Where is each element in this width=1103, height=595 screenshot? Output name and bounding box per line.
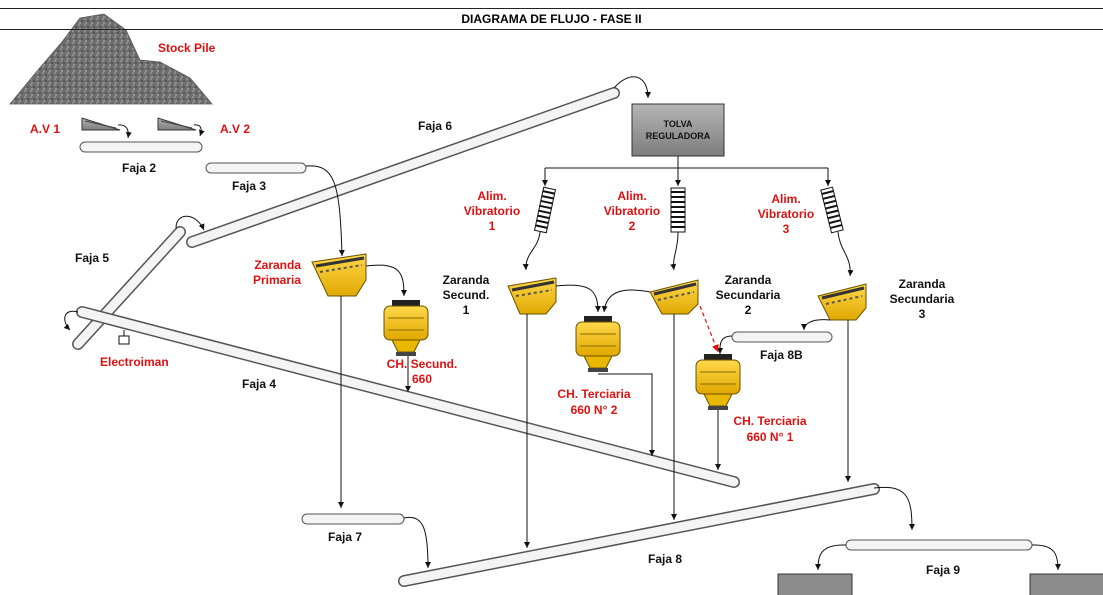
flow-connectors <box>63 76 1061 571</box>
diagram-title: DIAGRAMA DE FLUJO - FASE II <box>461 12 642 26</box>
faja-3-label: Faja 3 <box>232 179 266 193</box>
stock-pile-label: Stock Pile <box>158 41 216 55</box>
ch-terciaria1-label-1: CH. Terciaria <box>733 414 806 428</box>
ch-secund-label-1: CH. Secund. <box>387 357 458 371</box>
conveyor-faja-8b <box>731 331 833 343</box>
title-top-rule <box>0 8 1103 9</box>
chancadora-terciaria-660-n1 <box>695 354 741 410</box>
alim-2-label-3: 2 <box>629 219 636 233</box>
faja-9-label: Faja 9 <box>926 563 960 577</box>
zaranda-secundaria-1 <box>507 277 557 315</box>
feeder-av2 <box>157 117 197 131</box>
chancadora-secundaria-660 <box>383 300 429 356</box>
output-pile-right <box>1029 573 1103 595</box>
zaranda-sec1-label-3: 1 <box>463 303 470 317</box>
ch-secund-label-2: 660 <box>412 372 432 386</box>
alim-vibratorio-1 <box>533 186 557 234</box>
tolva-label-2: REGULADORA <box>646 131 711 141</box>
title-bottom-rule <box>0 29 1103 30</box>
zaranda-sec3-label-1: Zaranda <box>899 277 946 291</box>
alim-3-label-2: Vibratorio <box>758 207 814 221</box>
conveyor-faja-6 <box>186 87 620 248</box>
conveyor-faja-4 <box>76 306 740 488</box>
alim-1-label-1: Alim. <box>477 189 506 203</box>
alim-3-label-3: 3 <box>783 222 790 236</box>
alim-1-label-3: 1 <box>489 219 496 233</box>
alim-1-label-2: Vibratorio <box>464 204 520 218</box>
chancadora-terciaria-660-n2 <box>575 316 621 372</box>
faja-6-label: Faja 6 <box>418 119 452 133</box>
ch-terciaria2-label-2: 660 N° 2 <box>571 403 618 417</box>
zaranda-secundaria-2 <box>649 279 699 315</box>
av2-label: A.V 2 <box>220 122 250 136</box>
tolva-label-1: TOLVA <box>664 119 694 129</box>
tolva-distribution-lines <box>542 156 831 186</box>
alim-vibratorio-3 <box>820 186 844 234</box>
faja-8-label: Faja 8 <box>648 552 682 566</box>
ch-terciaria2-label-1: CH. Terciaria <box>557 387 630 401</box>
faja-2-label: Faja 2 <box>122 161 156 175</box>
tolva-reguladora <box>631 103 725 157</box>
zaranda-primaria-label-1: Zaranda <box>254 258 301 272</box>
conveyor-faja-8 <box>398 483 880 587</box>
alim-2-label-1: Alim. <box>617 189 646 203</box>
alim-3-label-1: Alim. <box>771 192 800 206</box>
bypass-dashed-line <box>699 305 719 353</box>
zaranda-sec1-label-1: Zaranda <box>443 273 490 287</box>
zaranda-sec2-label-3: 2 <box>745 303 752 317</box>
zaranda-sec2-label-2: Secundaria <box>716 288 781 302</box>
conveyor-faja-5 <box>72 226 186 350</box>
electroiman <box>118 330 130 345</box>
ch-terciaria1-label-2: 660 N° 1 <box>747 430 794 444</box>
zaranda-sec2-label-1: Zaranda <box>725 273 772 287</box>
output-pile-left <box>777 573 853 595</box>
zaranda-sec3-label-3: 3 <box>919 307 926 321</box>
zaranda-primaria <box>311 253 367 297</box>
zaranda-secundaria-3 <box>817 283 867 321</box>
alim-vibratorio-2 <box>670 187 686 233</box>
zaranda-primaria-label-2: Primaria <box>253 273 301 287</box>
zaranda-sec3-label-2: Secundaria <box>890 292 955 306</box>
faja-7-label: Faja 7 <box>328 530 362 544</box>
faja-4-label: Faja 4 <box>242 377 276 391</box>
alim-2-label-2: Vibratorio <box>604 204 660 218</box>
conveyor-faja-7 <box>301 513 405 525</box>
faja-5-label: Faja 5 <box>75 251 109 265</box>
title-bar: DIAGRAMA DE FLUJO - FASE II <box>0 8 1103 30</box>
feeder-av1 <box>81 117 121 131</box>
conveyor-faja-9 <box>845 539 1033 551</box>
faja-8b-label: Faja 8B <box>760 348 803 362</box>
av1-label: A.V 1 <box>30 122 60 136</box>
zaranda-sec1-label-2: Secund. <box>443 288 490 302</box>
conveyor-faja-3 <box>205 162 307 174</box>
stock-pile <box>9 13 213 105</box>
electroiman-label: Electroiman <box>100 355 169 369</box>
conveyor-faja-2 <box>79 141 203 153</box>
